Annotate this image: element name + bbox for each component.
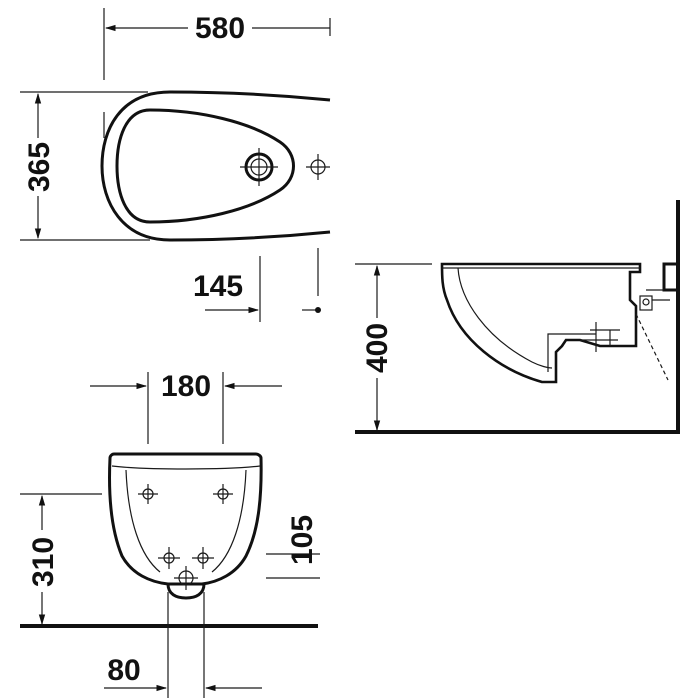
bidet-inner-bowl (115, 108, 295, 224)
tap-hole-icon (240, 148, 278, 186)
dimension-height-400: 400 (361, 264, 394, 432)
bidet-side-inner (457, 267, 553, 369)
label-310: 310 (27, 537, 60, 587)
front-view: 180 (20, 370, 320, 698)
supply-right-icon (192, 547, 214, 569)
label-580: 580 (195, 12, 245, 45)
fixing-hole-left-icon (138, 484, 158, 504)
label-145: 145 (193, 270, 243, 303)
dimension-height-310: 310 (20, 493, 102, 626)
waste-outlet (166, 566, 206, 600)
dimension-depth-365: 365 (23, 92, 56, 240)
dimension-waste-80: 80 (104, 592, 262, 698)
dimension-fixing-180: 180 (90, 370, 282, 444)
supply-left-icon (158, 547, 180, 569)
dimension-width-580: 580 (104, 12, 330, 45)
label-105: 105 (286, 515, 319, 565)
dimension-tap-offset-145: 145 (193, 248, 321, 322)
label-400: 400 (361, 323, 394, 373)
label-365: 365 (23, 142, 56, 192)
bidet-outer-rim (100, 90, 331, 242)
dimension-waste-105: 105 (266, 515, 320, 579)
fixing-point-icon (306, 154, 330, 180)
fixing-hole-right-icon (213, 484, 233, 504)
label-180: 180 (161, 370, 211, 403)
label-80: 80 (107, 654, 140, 687)
wall-bracket (662, 262, 680, 292)
side-view: 400 (355, 200, 680, 434)
bidet-side-profile (440, 262, 642, 384)
bidet-front-body (108, 452, 263, 586)
top-view: 580 365 (20, 8, 331, 322)
